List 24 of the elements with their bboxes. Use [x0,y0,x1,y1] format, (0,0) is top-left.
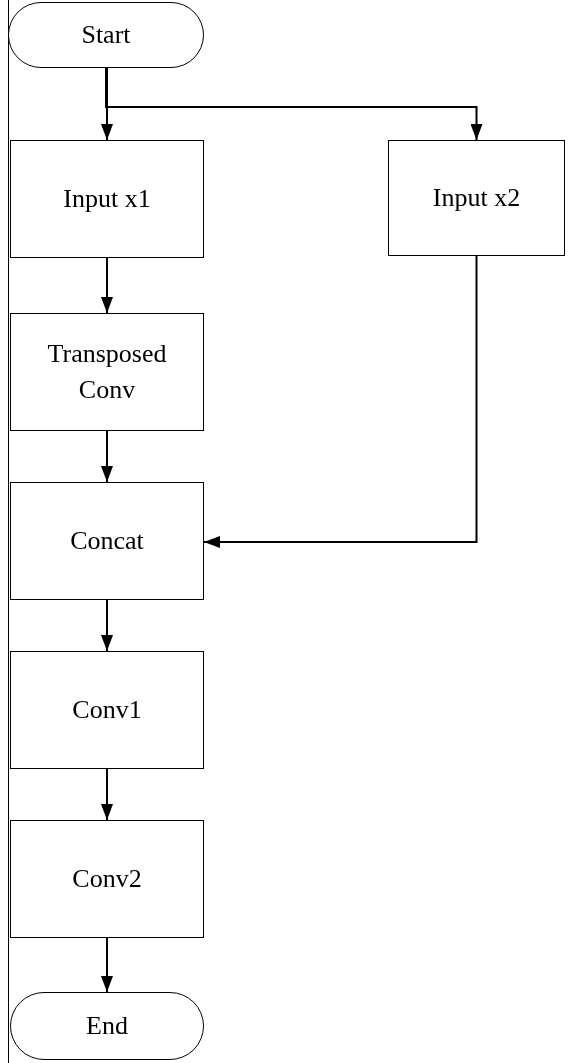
process-box [10,820,204,938]
node-label: Start [81,19,131,51]
arrow [101,67,113,141]
arrow [101,937,113,993]
node-label: Input x1 [63,183,151,215]
node-label: End [86,1010,128,1042]
process-box [10,651,204,769]
process-box [388,140,565,256]
terminal-pill [10,992,204,1060]
arrow [101,257,113,314]
arrow [203,255,478,548]
arrow [101,768,113,821]
terminal-pill [8,2,204,68]
process-box [10,313,204,431]
node-label: Concat [70,525,144,557]
arrow [105,67,483,141]
node-label: Conv1 [72,694,142,726]
node-label: Input x2 [432,182,521,214]
node-label: Transposed Conv [46,338,168,406]
process-box [10,140,204,258]
arrow [101,430,113,483]
process-box [10,482,204,600]
node-label: Conv2 [72,863,142,895]
arrow [101,599,113,652]
